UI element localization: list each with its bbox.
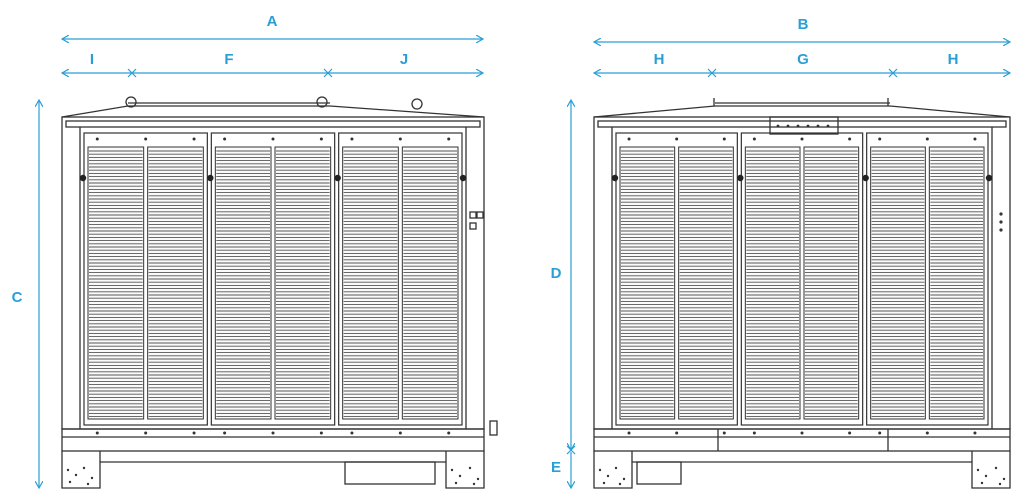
- front-panel-3-louvers-2: [403, 150, 457, 418]
- side-panel-2-louvers-2: [805, 150, 858, 418]
- front-panel-2-louvers-1: [216, 150, 270, 418]
- dim-tick-1: [127, 68, 137, 78]
- front-panel-1: [79, 132, 208, 435]
- side-panel-1-louvers-2: [679, 150, 733, 418]
- side-panel-3: [862, 132, 989, 435]
- front-panel-3-knob: [334, 174, 341, 182]
- side-panel-1: [611, 132, 738, 435]
- dim-tick-3: [707, 68, 717, 78]
- dim-label-d: D: [551, 265, 562, 282]
- dim-tick-4: [888, 68, 898, 78]
- side-louver-panels: [611, 132, 993, 435]
- front-panel-1-bolts: [95, 137, 196, 435]
- front-base-texture: [66, 466, 480, 486]
- side-panel-3-bolts: [878, 137, 977, 435]
- dim-tick-5: [566, 445, 576, 455]
- dim-tick-2: [323, 68, 333, 78]
- side-panel-2-knob: [737, 174, 744, 182]
- front-panel-2-bolts: [223, 137, 323, 435]
- side-panel-2-louvers-1: [746, 150, 799, 418]
- side-panel-2: [737, 132, 864, 435]
- front-unit-drawing: [61, 96, 498, 489]
- front-panel-1-louvers-1: [89, 150, 143, 418]
- side-panel-1-knob: [611, 174, 619, 182]
- front-panel-3: [334, 132, 463, 435]
- front-panel-2: [207, 132, 336, 435]
- dim-label-a: A: [267, 13, 278, 30]
- front-view: A I F J C: [12, 13, 498, 489]
- side-base-texture: [598, 466, 1006, 486]
- front-end-knob: [459, 174, 467, 182]
- dim-label-g: G: [797, 51, 809, 68]
- front-panel-1-knob: [79, 174, 87, 182]
- dim-label-h-right: H: [948, 51, 959, 68]
- side-view: B H G H D E: [551, 16, 1010, 488]
- front-panel-3-louvers-1: [343, 150, 398, 418]
- side-panel-1-bolts: [627, 137, 726, 435]
- front-panel-2-knob: [207, 174, 214, 182]
- dim-label-j: J: [400, 51, 408, 68]
- dim-label-c: C: [12, 289, 23, 306]
- dim-label-b: B: [798, 16, 809, 33]
- front-panel-3-bolts: [350, 137, 451, 435]
- side-panel-2-bolts: [752, 137, 852, 435]
- dim-label-h-left: H: [654, 51, 665, 68]
- dim-label-e: E: [551, 459, 561, 476]
- side-panel-1-louvers-1: [621, 150, 674, 418]
- side-panel-3-louvers-2: [930, 150, 983, 418]
- side-panel-3-louvers-1: [871, 150, 925, 418]
- side-end-knob: [985, 174, 993, 182]
- front-panel-1-louvers-2: [148, 150, 203, 418]
- front-louver-panels: [79, 132, 467, 435]
- front-panel-2-louvers-2: [276, 150, 330, 418]
- side-panel-3-knob: [862, 174, 869, 182]
- side-top-plate-bolts: [776, 124, 1003, 232]
- dim-label-i: I: [90, 51, 94, 68]
- dim-label-f: F: [224, 51, 233, 68]
